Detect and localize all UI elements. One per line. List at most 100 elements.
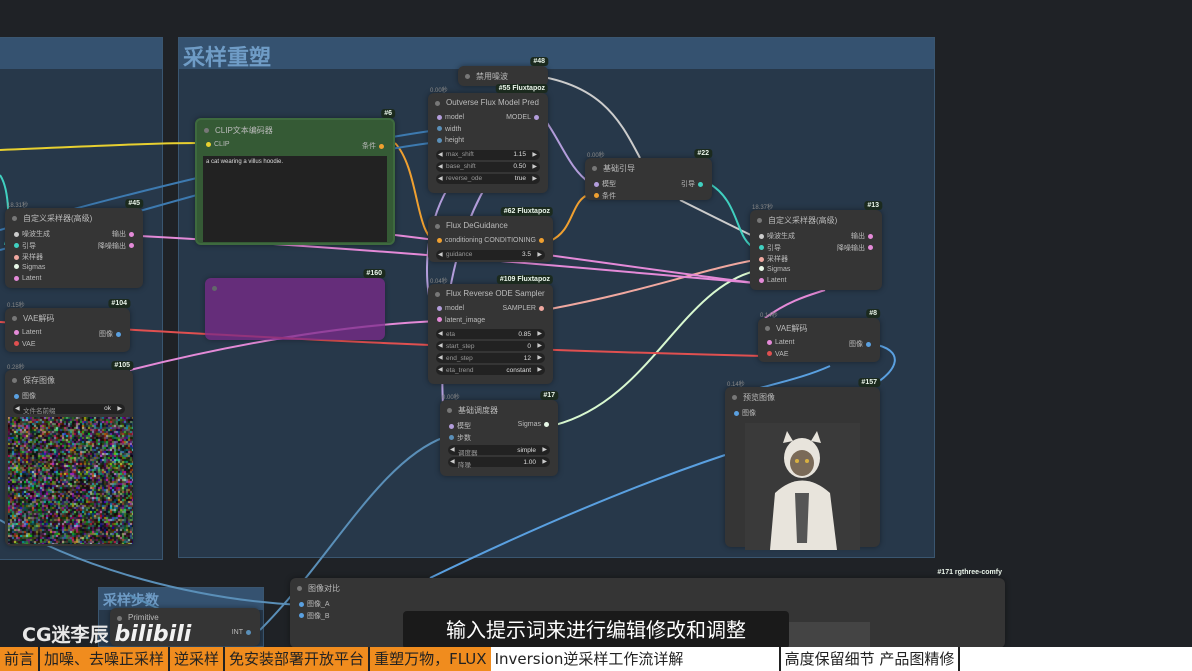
slot-label: 采样器 — [22, 254, 43, 261]
execution-time: 0.28秒 — [7, 362, 25, 371]
input-slot[interactable]: 引导 — [11, 241, 36, 251]
slot-label: Latent — [22, 275, 41, 282]
input-slot[interactable]: Latent — [756, 277, 786, 284]
node-title: 自定义采样器(高级) — [750, 210, 882, 230]
slot-row: Sigmas — [5, 263, 143, 275]
node-n109[interactable]: Flux Reverse ODE SamplermodelSAMPLERlate… — [428, 284, 553, 384]
widget-文件名前缀[interactable]: 文件名前缀ok — [13, 404, 125, 414]
node-n160[interactable] — [205, 278, 385, 340]
chapter-5[interactable]: Inversion逆采样工作流详解 — [491, 647, 781, 671]
output-slot[interactable]: 条件 — [362, 141, 387, 151]
output-slot[interactable]: 引导 — [681, 179, 706, 189]
input-slot[interactable]: 条件 — [591, 191, 616, 201]
input-slot[interactable]: 图像_B — [296, 611, 330, 621]
chapter-3[interactable]: 免安装部署开放平台 — [225, 647, 370, 671]
output-slot[interactable]: INT — [232, 629, 254, 636]
node-n55[interactable]: Outverse Flux Model PredmodelMODELwidthh… — [428, 93, 548, 193]
widget-start_step[interactable]: start_step0 — [436, 341, 545, 351]
input-slot[interactable]: model — [434, 305, 464, 312]
input-slot[interactable]: VAE — [11, 341, 36, 348]
output-slot[interactable]: Sigmas — [518, 421, 552, 428]
widget-调度器[interactable]: 调度器simple — [448, 445, 550, 455]
widget-label: 降噪 — [458, 459, 471, 469]
input-slot[interactable]: model — [434, 114, 464, 121]
input-slot[interactable]: Latent — [11, 329, 41, 336]
node-n45[interactable]: 自定义采样器(高级)噪波生成 输出引导 降噪输出采样器 SigmasLatent — [5, 208, 143, 288]
node-n105[interactable]: 保存图像图像文件名前缀ok — [5, 370, 133, 546]
slot-label: Sigmas — [518, 421, 541, 428]
node-title: 自定义采样器(高级) — [5, 208, 143, 228]
widget-end_step[interactable]: end_step12 — [436, 353, 545, 363]
input-slot[interactable]: Sigmas — [11, 264, 45, 271]
execution-time: 0.04秒 — [430, 276, 448, 285]
input-slot[interactable]: CLIP — [203, 141, 230, 148]
output-slot[interactable]: 输出 — [851, 231, 876, 241]
output-slot[interactable]: 图像 — [99, 329, 124, 339]
node-n8[interactable]: VAE解码Latent图像VAE — [758, 318, 880, 362]
input-slot[interactable]: 噪波生成 — [756, 231, 795, 241]
widget-eta[interactable]: eta0.85 — [436, 329, 545, 339]
output-slot[interactable]: CONDITIONING — [484, 237, 547, 244]
node-n48[interactable]: 禁用噪波 — [458, 66, 548, 86]
widget-guidance[interactable]: guidance3.5 — [436, 250, 545, 260]
node-title: 保存图像 — [5, 370, 133, 390]
node-n13[interactable]: 自定义采样器(高级)噪波生成 输出引导 降噪输出采样器 SigmasLatent — [750, 210, 882, 290]
output-slot[interactable]: 降噪输出 — [98, 241, 137, 251]
execution-time: 0.00秒 — [587, 150, 605, 159]
widget-value: 1.15 — [513, 151, 526, 158]
input-slot[interactable]: VAE — [764, 351, 789, 358]
chapter-6[interactable]: 高度保留细节 产品图精修 — [781, 647, 961, 671]
chapter-1[interactable]: 加噪、去噪正采样 — [40, 647, 170, 671]
input-slot[interactable]: latent_image — [434, 317, 485, 324]
bilibili-logo: bilibili — [115, 622, 192, 647]
widget-value: simple — [517, 447, 536, 454]
widget-value: 1.00 — [523, 459, 536, 466]
input-slot[interactable]: 图像 — [11, 391, 36, 401]
chapter-2[interactable]: 逆采样 — [170, 647, 225, 671]
input-slot[interactable]: 图像 — [731, 408, 756, 418]
node-id-badge: #22 — [694, 149, 712, 158]
node-n6[interactable]: CLIP文本编码器CLIP条件a cat wearing a villus ho… — [195, 118, 395, 245]
input-slot[interactable]: Latent — [764, 339, 794, 346]
input-slot[interactable]: Latent — [11, 275, 41, 282]
output-slot[interactable]: 输出 — [112, 229, 137, 239]
output-slot[interactable]: 图像 — [849, 339, 874, 349]
widget-max_shift[interactable]: max_shift1.15 — [436, 150, 540, 160]
input-slot[interactable]: 噪波生成 — [11, 229, 50, 239]
input-slot[interactable]: 采样器 — [11, 252, 43, 262]
node-n104[interactable]: VAE解码Latent图像VAE — [5, 308, 130, 352]
slot-row: conditioningCONDITIONING — [428, 236, 553, 248]
input-slot[interactable]: 步数 — [446, 433, 471, 443]
slot-label: 条件 — [362, 143, 376, 150]
widget-base_shift[interactable]: base_shift0.50 — [436, 162, 540, 172]
slot-row: 图像 — [725, 407, 880, 419]
output-slot[interactable]: 降噪输出 — [837, 243, 876, 253]
widget-reverse_ode[interactable]: reverse_odetrue — [436, 174, 540, 184]
slot-dot — [14, 255, 19, 260]
input-slot[interactable]: height — [434, 137, 464, 144]
node-n157[interactable]: 预览图像图像 — [725, 387, 880, 547]
input-slot[interactable]: 采样器 — [756, 254, 788, 264]
node-n22[interactable]: 基础引导模型引导条件 — [585, 158, 712, 200]
node-id-badge: #55 Fluxtapoz — [496, 84, 548, 93]
input-slot[interactable]: 图像_A — [296, 599, 330, 609]
input-slot[interactable]: 引导 — [756, 243, 781, 253]
widget-eta_trend[interactable]: eta_trendconstant — [436, 365, 545, 375]
chapter-0[interactable]: 前言 — [0, 647, 40, 671]
slot-label: 输出 — [112, 231, 126, 238]
input-slot[interactable]: 模型 — [591, 179, 616, 189]
slot-label: Latent — [767, 277, 786, 284]
input-slot[interactable]: 模型 — [446, 421, 471, 431]
output-slot[interactable]: SAMPLER — [503, 305, 547, 312]
prompt-textarea[interactable]: a cat wearing a villus hoodie. — [203, 156, 387, 242]
input-slot[interactable]: width — [434, 126, 461, 133]
output-slot[interactable]: MODEL — [506, 114, 542, 121]
node-n62[interactable]: Flux DeGuidanceconditioningCONDITIONINGg… — [428, 216, 553, 262]
input-slot[interactable]: conditioning — [434, 237, 482, 244]
widget-label: reverse_ode — [446, 175, 482, 182]
widget-降噪[interactable]: 降噪 1.00 — [448, 457, 550, 467]
chapter-4[interactable]: 重塑万物，FLUX — [370, 647, 491, 671]
node-n17[interactable]: 基础调度器模型Sigmas步数调度器simple降噪1.00 — [440, 400, 558, 476]
input-slot[interactable]: Sigmas — [756, 266, 790, 273]
watermark: CG迷李辰bilibili — [22, 620, 191, 647]
